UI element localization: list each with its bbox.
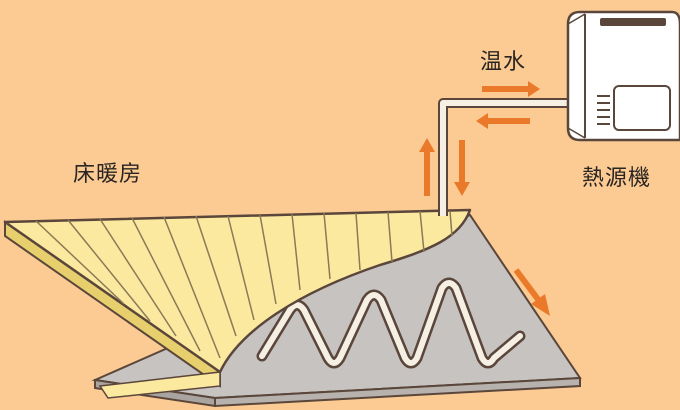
wood-flooring: [3, 208, 472, 399]
hot-water-label: 温水: [480, 50, 527, 75]
arrow-right-icon: [482, 81, 540, 97]
floor-heating-label: 床暖房: [73, 162, 143, 187]
serpentine-pipe: [256, 277, 526, 369]
arrow-left-icon: [476, 113, 530, 129]
arrow-diagonal-icon: [513, 268, 550, 316]
heat-source-label: 熱源機: [582, 166, 652, 191]
supply-return-pipe: [438, 98, 573, 216]
heat-source-unit-icon: [566, 10, 680, 142]
arrow-up-icon: [419, 138, 435, 196]
arrow-down-icon: [454, 140, 470, 196]
flow-arrows: [419, 81, 550, 316]
